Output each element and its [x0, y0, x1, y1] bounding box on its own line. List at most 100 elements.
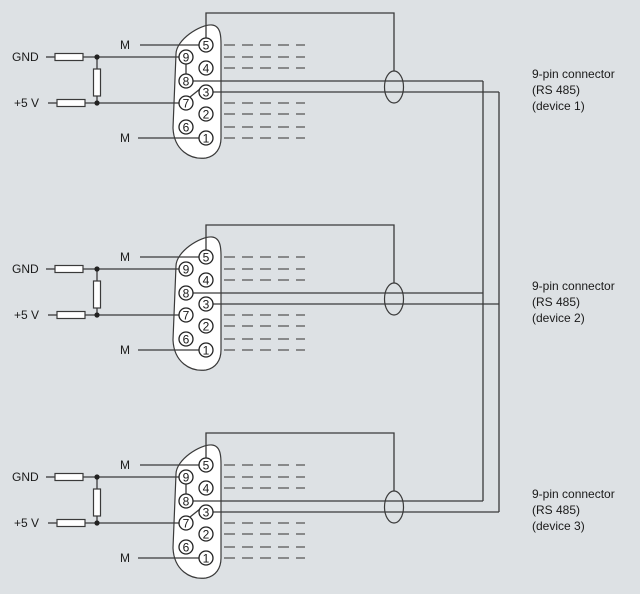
device-label: (device 2)	[532, 311, 585, 325]
pin-8	[178, 73, 194, 89]
pin-number: 6	[183, 333, 190, 347]
device-label: (RS 485)	[532, 83, 580, 97]
device-label: (device 1)	[532, 99, 585, 113]
junction-dot	[94, 100, 100, 106]
pin-number: 9	[183, 471, 190, 485]
pin-number: 9	[183, 51, 190, 65]
label-m: M	[120, 38, 130, 52]
pin-number: 8	[183, 287, 190, 301]
pin-3	[198, 84, 214, 100]
device-label: 9-pin connector	[532, 279, 615, 293]
pin-number: 7	[183, 97, 190, 111]
pin-3	[198, 504, 214, 520]
pin-number: 6	[183, 541, 190, 555]
pin-5	[198, 457, 214, 473]
device-label: (RS 485)	[532, 295, 580, 309]
bridge-7-3	[189, 88, 201, 98]
shield-wire	[205, 224, 395, 283]
cable-shield-clamp	[383, 70, 405, 104]
pin-4	[198, 272, 214, 288]
vcc-resistor	[56, 518, 86, 528]
cable-shield-clamp	[383, 490, 405, 524]
label-m: M	[120, 343, 130, 357]
pin-2	[198, 526, 214, 542]
termination-resistor	[92, 280, 102, 309]
shield-wire	[205, 432, 395, 491]
pin-number: 6	[183, 121, 190, 135]
pin-6	[178, 119, 194, 135]
pin-number: 5	[203, 251, 210, 265]
pin-8	[178, 493, 194, 509]
gnd-resistor	[54, 472, 84, 482]
pin-number: 1	[203, 344, 210, 358]
pin-number: 5	[203, 459, 210, 473]
pin-number: 4	[203, 62, 210, 76]
pin-5	[198, 37, 214, 53]
pin-7	[178, 95, 194, 111]
pin-2	[198, 318, 214, 334]
pin-1	[198, 550, 214, 566]
pin-1	[198, 130, 214, 146]
label-m: M	[120, 250, 130, 264]
label-5v: +5 V	[14, 308, 39, 322]
pin-2	[198, 106, 214, 122]
pin-number: 7	[183, 309, 190, 323]
pin-number: 9	[183, 263, 190, 277]
pin-7	[178, 515, 194, 531]
pin-8	[178, 285, 194, 301]
pin-number: 2	[203, 528, 210, 542]
pin-9	[178, 469, 194, 485]
junction-dot	[94, 266, 100, 272]
pin-number: 1	[203, 132, 210, 146]
pin-number: 4	[203, 482, 210, 496]
cable-shield-clamp	[383, 282, 405, 316]
pin-5	[198, 249, 214, 265]
termination-resistor	[92, 68, 102, 97]
pin-9	[178, 261, 194, 277]
junction-dot	[94, 474, 100, 480]
pin-6	[178, 539, 194, 555]
pin-4	[198, 60, 214, 76]
pin-number: 8	[183, 495, 190, 509]
pin-number: 2	[203, 320, 210, 334]
termination-resistor	[92, 488, 102, 517]
pin-number: 1	[203, 552, 210, 566]
rs485-bus	[482, 81, 500, 512]
pin-7	[178, 307, 194, 323]
pin-number: 3	[203, 86, 210, 100]
pin-number: 4	[203, 274, 210, 288]
device-label: (RS 485)	[532, 503, 580, 517]
pin-6	[178, 331, 194, 347]
pin-3	[198, 296, 214, 312]
label-m: M	[120, 458, 130, 472]
pin-number: 3	[203, 298, 210, 312]
label-5v: +5 V	[14, 96, 39, 110]
pin-4	[198, 480, 214, 496]
label-gnd: GND	[12, 50, 39, 64]
pin-number: 2	[203, 108, 210, 122]
gnd-resistor	[54, 52, 84, 62]
pin-number: 5	[203, 39, 210, 53]
label-gnd: GND	[12, 262, 39, 276]
label-m: M	[120, 131, 130, 145]
vcc-resistor	[56, 310, 86, 320]
label-5v: +5 V	[14, 516, 39, 530]
bridge-7-3	[189, 508, 201, 518]
junction-dot	[94, 312, 100, 318]
gnd-resistor	[54, 264, 84, 274]
junction-dot	[94, 54, 100, 60]
label-m: M	[120, 551, 130, 565]
device-label: 9-pin connector	[532, 67, 615, 81]
pin-number: 7	[183, 517, 190, 531]
pin-number: 8	[183, 75, 190, 89]
vcc-resistor	[56, 98, 86, 108]
device-label: 9-pin connector	[532, 487, 615, 501]
pin-9	[178, 49, 194, 65]
junction-dot	[94, 520, 100, 526]
device-label: (device 3)	[532, 519, 585, 533]
pin-number: 3	[203, 506, 210, 520]
